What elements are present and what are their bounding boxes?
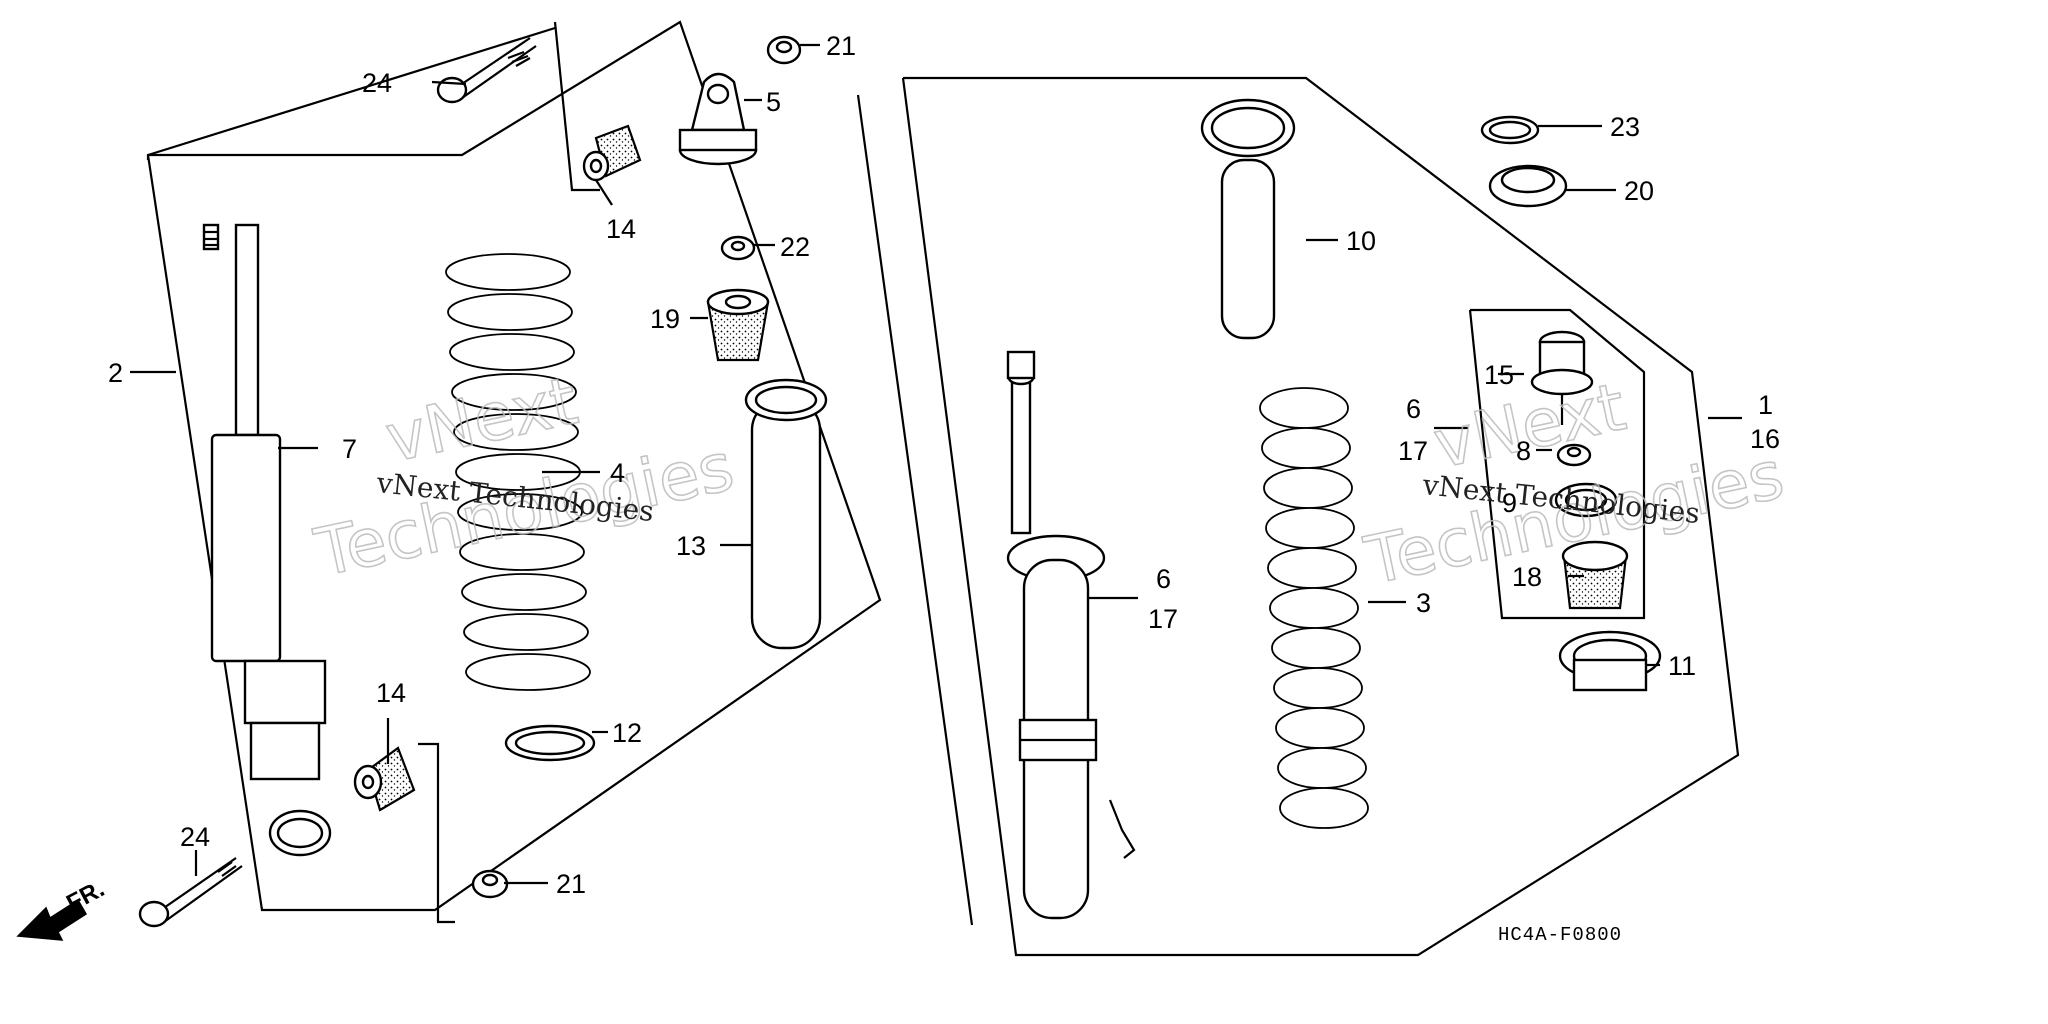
bushing-14-top (582, 124, 642, 182)
callouts: 24 21 5 14 22 19 2 7 4 13 12 14 21 24 10… (108, 31, 1780, 899)
callout-20: 20 (1624, 176, 1654, 206)
callout-6-lower: 6 (1156, 564, 1171, 594)
circlip-23 (1480, 115, 1540, 145)
washer-8 (1556, 443, 1592, 467)
callout-9: 9 (1502, 488, 1517, 518)
stopper-rubber-19 (706, 288, 770, 362)
callout-17-upper: 17 (1398, 436, 1428, 466)
callout-7: 7 (342, 434, 357, 464)
nut-20 (1488, 164, 1568, 208)
washer-9 (1554, 482, 1618, 518)
watermark-big-1b: vNext (1427, 368, 1632, 483)
callout-22: 22 (780, 232, 810, 262)
seat-11 (1558, 630, 1662, 692)
assembly-boundary-right (901, 76, 1740, 957)
callout-14-top: 14 (606, 214, 636, 244)
separator-line (856, 94, 974, 926)
strut-6-17 (1006, 350, 1136, 920)
callout-11: 11 (1668, 651, 1696, 681)
cap-15 (1530, 330, 1594, 425)
callout-1: 1 (1758, 390, 1773, 420)
callout-15: 15 (1484, 360, 1514, 390)
bracket-upper (553, 21, 600, 192)
bolt-24-bottom (138, 857, 243, 928)
callout-3: 3 (1416, 588, 1431, 618)
bushing-14-bottom (353, 746, 416, 812)
callout-5: 5 (766, 87, 781, 117)
callout-21-top: 21 (826, 31, 856, 61)
leader-lines (130, 43, 1742, 885)
nut-21-top (766, 35, 802, 65)
front-arrow-icon (16, 898, 88, 941)
spring-left (445, 253, 591, 691)
diagram-code: HC4A-F0800 (1498, 924, 1622, 946)
callout-6-upper: 6 (1406, 394, 1421, 424)
spring-seat-12 (504, 724, 596, 762)
callout-18: 18 (1512, 562, 1542, 592)
callout-24-top: 24 (362, 68, 392, 98)
callout-4: 4 (610, 458, 625, 488)
spring-3 (1259, 387, 1369, 829)
upper-mount-5 (678, 72, 758, 166)
shock-absorber (202, 223, 332, 857)
callout-24-bottom: 24 (180, 822, 210, 852)
callout-14-bottom: 14 (376, 678, 406, 708)
bolt-24-top (436, 37, 537, 104)
nut-21-bottom (471, 869, 509, 899)
callout-12: 12 (612, 718, 642, 748)
callout-10: 10 (1346, 226, 1376, 256)
callout-16: 16 (1750, 424, 1780, 454)
sub-assembly-box (1468, 308, 1646, 620)
callout-2: 2 (108, 358, 123, 388)
rebound-tube-13 (744, 378, 828, 650)
nut-22 (720, 235, 756, 261)
callout-21-bottom: 21 (556, 869, 586, 899)
callout-17-lower: 17 (1148, 604, 1178, 634)
front-arrow: FR. (16, 875, 109, 941)
assembly-boundary-left (146, 20, 882, 912)
callout-19: 19 (650, 304, 680, 334)
bracket-lower (418, 742, 455, 924)
rubber-18 (1561, 540, 1629, 610)
callout-23: 23 (1610, 112, 1640, 142)
dust-boot-10 (1200, 98, 1296, 340)
assembly-outline-left (146, 26, 556, 160)
callout-13: 13 (676, 531, 706, 561)
callout-8: 8 (1516, 436, 1531, 466)
